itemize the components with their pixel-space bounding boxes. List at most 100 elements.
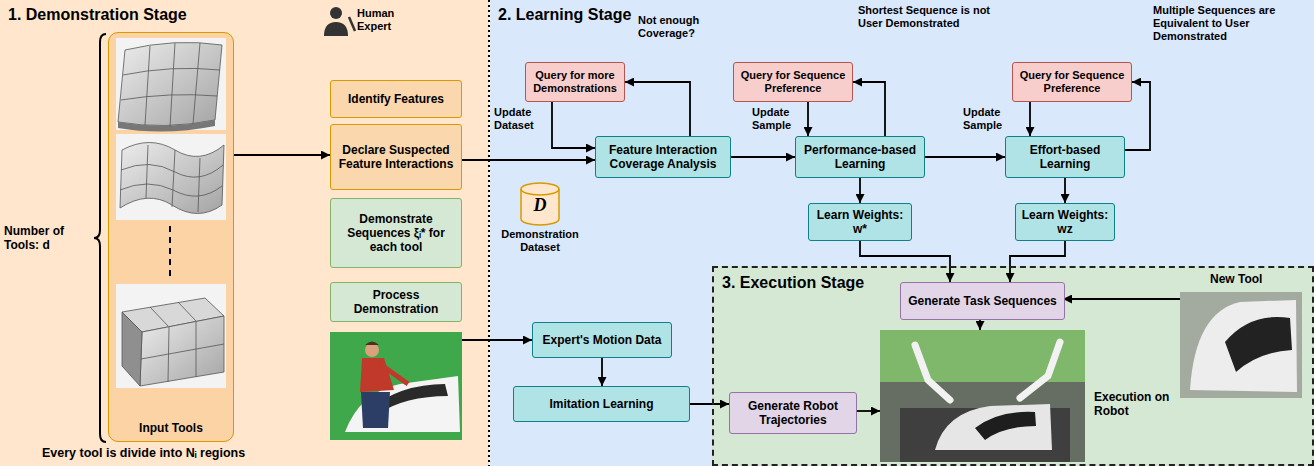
robot-execution-photo bbox=[880, 330, 1085, 462]
tool-surface-picture bbox=[118, 42, 222, 125]
edge-label: Multiple Sequences are Equivalent to Use… bbox=[1153, 4, 1310, 43]
tool-surface-picture bbox=[116, 134, 226, 220]
tool-surface-picture bbox=[141, 302, 224, 382]
tool-surface-picture bbox=[122, 312, 142, 386]
tool-box-fill bbox=[108, 32, 234, 442]
new-tool-photo bbox=[1225, 317, 1292, 372]
expert-demonstration-photo bbox=[330, 332, 462, 440]
edge-label: Shortest Sequence is not User Demonstrat… bbox=[858, 4, 1008, 30]
robot-execution-photo bbox=[935, 404, 1052, 450]
node-text: Query for Sequence Preference bbox=[1017, 69, 1127, 95]
node-text: Query for Sequence Preference bbox=[738, 69, 848, 95]
flow-arrow bbox=[462, 339, 532, 341]
flow-connector bbox=[462, 159, 595, 161]
flow-connector bbox=[234, 154, 330, 156]
stage-grounds bbox=[490, 0, 1314, 466]
flow-connector bbox=[1029, 102, 1031, 136]
flow-connector bbox=[625, 82, 690, 136]
flow-connector bbox=[860, 241, 950, 282]
expert-step-box: Identify Features bbox=[330, 80, 462, 118]
tool-surface-picture bbox=[118, 120, 215, 132]
process-box: Expert's Motion Data bbox=[532, 322, 672, 358]
tool-box-fill bbox=[108, 32, 234, 442]
tool-surface-picture bbox=[120, 143, 224, 214]
flow-connector bbox=[859, 178, 861, 203]
process-box: Feature Interaction Coverage Analysis bbox=[595, 136, 731, 178]
flow-connector bbox=[731, 156, 795, 158]
flow-connector bbox=[601, 358, 603, 386]
annotation-label: Execution on Robot bbox=[1094, 390, 1184, 418]
edge-label: Update Dataset bbox=[494, 106, 548, 132]
node-text: Feature Interaction Coverage Analysis bbox=[600, 143, 726, 171]
process-box: Learn Weights: wz bbox=[1015, 203, 1115, 241]
flow-connector bbox=[690, 403, 729, 405]
human-expert-icon bbox=[349, 17, 355, 31]
node-text: Generate Task Sequences bbox=[908, 294, 1057, 308]
tool-surface-picture bbox=[169, 226, 171, 278]
query-box: Query for Sequence Preference bbox=[1012, 62, 1132, 102]
process-box: Imitation Learning bbox=[513, 386, 690, 422]
demo-step-box: Process Demonstration bbox=[330, 282, 462, 322]
expert-demonstration-photo bbox=[365, 342, 379, 346]
flow-arrow bbox=[1063, 298, 1180, 300]
flow-connector bbox=[807, 102, 809, 136]
flow-connector bbox=[853, 82, 885, 136]
stage-panel: 2. Learning StageQuery for more Demonstr… bbox=[490, 0, 1314, 466]
node-text: Learn Weights: wz bbox=[1020, 208, 1110, 236]
stage-grounds bbox=[712, 266, 1314, 466]
query-box: Query for more Demonstrations bbox=[525, 62, 625, 102]
node-text: Expert's Motion Data bbox=[543, 333, 662, 347]
annotation-label: Human Expert bbox=[357, 7, 419, 33]
robot-execution-photo bbox=[880, 330, 1085, 462]
robot-execution-photo bbox=[1020, 342, 1060, 398]
node-text: Imitation Learning bbox=[549, 397, 653, 411]
tool-surface-picture bbox=[116, 38, 226, 388]
node-text: Performance-based Learning bbox=[800, 143, 920, 171]
node-text: Generate Robot Trajectories bbox=[734, 399, 852, 427]
edge-label: Not enough Coverage? bbox=[638, 14, 716, 40]
tool-surface-picture bbox=[120, 145, 223, 212]
node-text: Demonstration Dataset bbox=[495, 228, 585, 254]
expert-demonstration-photo bbox=[330, 332, 462, 440]
expert-step-box: Declare Suspected Feature Interactions bbox=[330, 124, 462, 190]
process-box: Performance-based Learning bbox=[795, 136, 925, 178]
new-tool-photo bbox=[1190, 300, 1297, 392]
tool-surface-picture bbox=[116, 38, 226, 130]
panel-title: 1. Demonstration Stage bbox=[8, 5, 187, 24]
new-tool-photo bbox=[1180, 292, 1302, 398]
expert-demonstration-photo bbox=[380, 364, 408, 384]
process-box: Effort-based Learning bbox=[1005, 136, 1125, 178]
flow-arrow bbox=[855, 410, 880, 412]
node-text: Input Tools bbox=[139, 421, 203, 435]
cylinder-outline bbox=[521, 183, 559, 225]
tool-count-bracket bbox=[94, 34, 106, 442]
edge-label: Update Sample bbox=[963, 106, 1023, 132]
execution-box: Generate Robot Trajectories bbox=[729, 392, 857, 434]
edge-label: Update Sample bbox=[752, 106, 806, 132]
stage-grounds bbox=[488, 0, 490, 466]
node-text: Learn Weights: w* bbox=[813, 208, 907, 236]
tool-group-box: Input Tools bbox=[108, 32, 234, 442]
flow-connector bbox=[1010, 241, 1065, 282]
node-text: Demonstrate Sequences ξᵢ* for each tool bbox=[335, 212, 457, 254]
node-text: Declare Suspected Feature Interactions bbox=[335, 143, 457, 171]
node-text: Effort-based Learning bbox=[1010, 143, 1120, 171]
node-text: D bbox=[520, 182, 560, 214]
query-box: Query for Sequence Preference bbox=[733, 62, 853, 102]
tool-count-bracket bbox=[94, 34, 106, 442]
robot-execution-photo bbox=[975, 412, 1036, 440]
expert-demonstration-photo bbox=[360, 358, 394, 392]
annotation-label: Every tool is divide into Nᵢ regions bbox=[42, 446, 342, 461]
node-text: Query for more Demonstrations bbox=[530, 69, 620, 95]
expert-demonstration-photo bbox=[365, 343, 379, 357]
cylinder-outline bbox=[521, 189, 559, 195]
execution-box: Generate Task Sequences bbox=[900, 282, 1065, 320]
dataset-cylinder: DDemonstration Dataset bbox=[520, 182, 560, 226]
annotation-label: New Tool bbox=[1210, 272, 1300, 286]
human-expert-icon bbox=[330, 7, 342, 19]
flow-connector bbox=[925, 156, 1005, 158]
stage-grounds bbox=[0, 0, 489, 466]
expert-demonstration-photo bbox=[361, 392, 390, 428]
flow-connector bbox=[552, 102, 595, 148]
panel-title: 2. Learning Stage bbox=[498, 5, 631, 24]
